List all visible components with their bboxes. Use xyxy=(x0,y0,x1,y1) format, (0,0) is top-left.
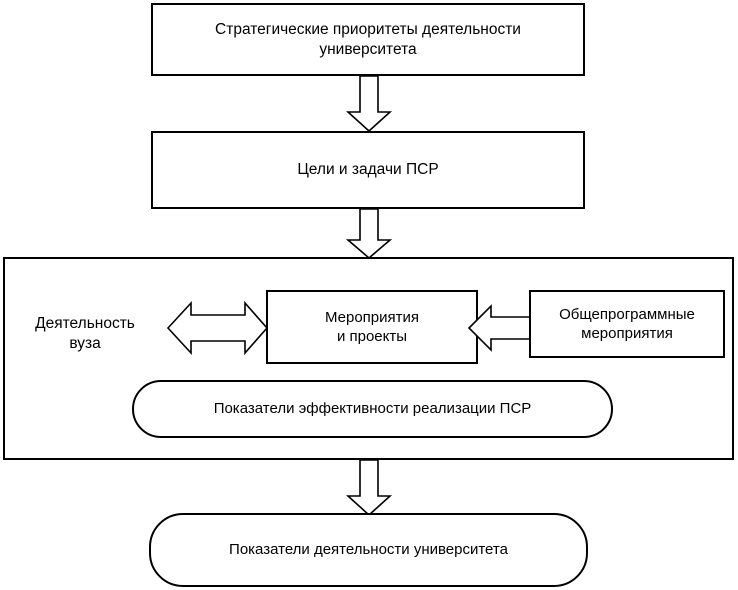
goals-tasks-label: Цели и задачи ПСР xyxy=(297,161,439,179)
university-activity-label-line1: Деятельность xyxy=(35,315,135,333)
general-program-events-label-line2: мероприятия xyxy=(581,325,673,342)
node-main-container: Деятельность вуза Мероприятия и проекты … xyxy=(3,257,734,460)
arrow-priorities-to-goals xyxy=(345,75,393,133)
university-indicators-label: Показатели деятельности университета xyxy=(229,541,508,559)
events-projects-label-line1: Мероприятия xyxy=(324,308,420,326)
node-university-indicators: Показатели деятельности университета xyxy=(149,513,588,587)
node-university-activity: Деятельность вуза xyxy=(11,305,159,363)
node-strategic-priorities: Стратегические приоритеты деятельности у… xyxy=(151,3,585,76)
psr-effectiveness-indicators-label: Показатели эффективности реализации ПСР xyxy=(213,400,532,418)
node-goals-tasks: Цели и задачи ПСР xyxy=(151,131,585,209)
node-general-program-events: Общепрограммные мероприятия xyxy=(529,290,725,358)
strategic-priorities-label-line1: Стратегические приоритеты деятельности xyxy=(215,20,521,38)
general-program-events-label-line1: Общепрограммные xyxy=(559,305,695,323)
events-projects-label-line2: и проекты xyxy=(336,328,408,345)
arrow-activity-events xyxy=(166,300,269,356)
university-activity-label-line2: вуза xyxy=(69,335,101,352)
strategic-priorities-label-line2: университета xyxy=(319,40,417,58)
arrow-general-to-events xyxy=(467,304,531,352)
arrow-panel-to-indicators xyxy=(345,459,393,517)
node-psr-effectiveness-indicators: Показатели эффективности реализации ПСР xyxy=(132,380,613,438)
arrow-goals-to-panel xyxy=(345,208,393,260)
node-events-projects: Мероприятия и проекты xyxy=(266,290,478,364)
